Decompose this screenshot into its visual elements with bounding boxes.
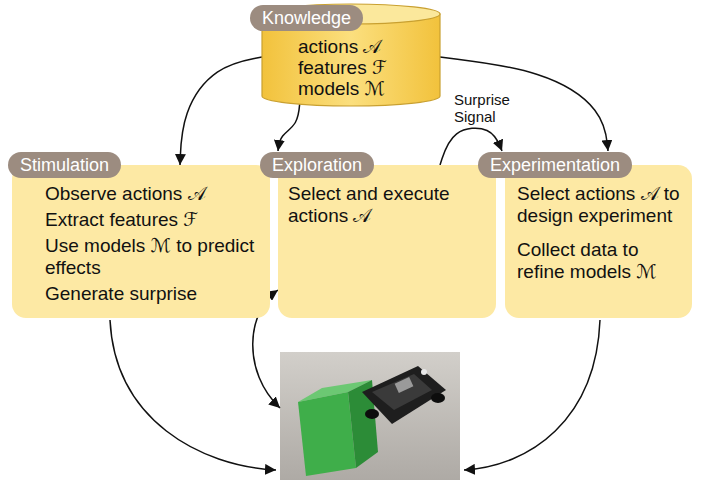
node-text: Select actions 𝒜 to design experiment bbox=[517, 183, 686, 227]
node-text: Use models ℳ to predict effects bbox=[45, 235, 264, 279]
process-box: ExperimentationSelect actions 𝒜 to desig… bbox=[478, 152, 692, 318]
node-text: models ℳ bbox=[298, 78, 432, 99]
robot-wheel bbox=[431, 393, 445, 403]
edge-label: Surprise Signal bbox=[452, 90, 522, 126]
process-box: StimulationObserve actions 𝒜 Extract feat… bbox=[8, 152, 270, 318]
node-text: actions 𝒜 bbox=[298, 36, 432, 57]
node-text: Select and execute actions 𝒜 bbox=[288, 183, 488, 227]
node-heading-tab: Stimulation bbox=[8, 152, 121, 178]
connector-arrow bbox=[180, 57, 262, 165]
node-body: Observe actions 𝒜 Extract features ℱ Use m… bbox=[12, 165, 270, 318]
robot-body bbox=[362, 366, 446, 424]
connector-arrow bbox=[440, 57, 608, 151]
process-box: ExplorationSelect and execute actions 𝒜 bbox=[260, 152, 496, 318]
node-body: Select actions 𝒜 to design experimentCol… bbox=[505, 165, 692, 318]
node-body: Select and execute actions 𝒜 bbox=[278, 165, 496, 318]
flow-arrow bbox=[464, 320, 600, 470]
node-body: actions 𝒜features ℱmodels ℳ bbox=[296, 36, 436, 108]
robot-led bbox=[421, 369, 427, 375]
robot-top bbox=[372, 374, 432, 410]
flow-arrow bbox=[110, 320, 276, 470]
node-text: Observe actions 𝒜 bbox=[45, 183, 264, 205]
connector-arrow bbox=[278, 100, 300, 151]
robot-photo bbox=[280, 352, 460, 480]
node-text: Generate surprise bbox=[45, 283, 264, 305]
cube-front bbox=[298, 392, 356, 476]
node-text: features ℱ bbox=[298, 57, 432, 78]
node-heading-tab: Experimentation bbox=[478, 152, 632, 178]
node-heading-tab: Exploration bbox=[260, 152, 374, 178]
node-heading-tab: Knowledge bbox=[250, 5, 363, 31]
node-text: Collect data to refine models ℳ bbox=[517, 239, 686, 283]
knowledge-cylinder: Knowledge actions 𝒜features ℱmodels ℳ bbox=[250, 2, 442, 108]
node-text: Extract features ℱ bbox=[45, 209, 264, 231]
robot-chip bbox=[395, 377, 414, 393]
robot-wheel bbox=[365, 409, 379, 419]
photo-background bbox=[280, 352, 460, 480]
